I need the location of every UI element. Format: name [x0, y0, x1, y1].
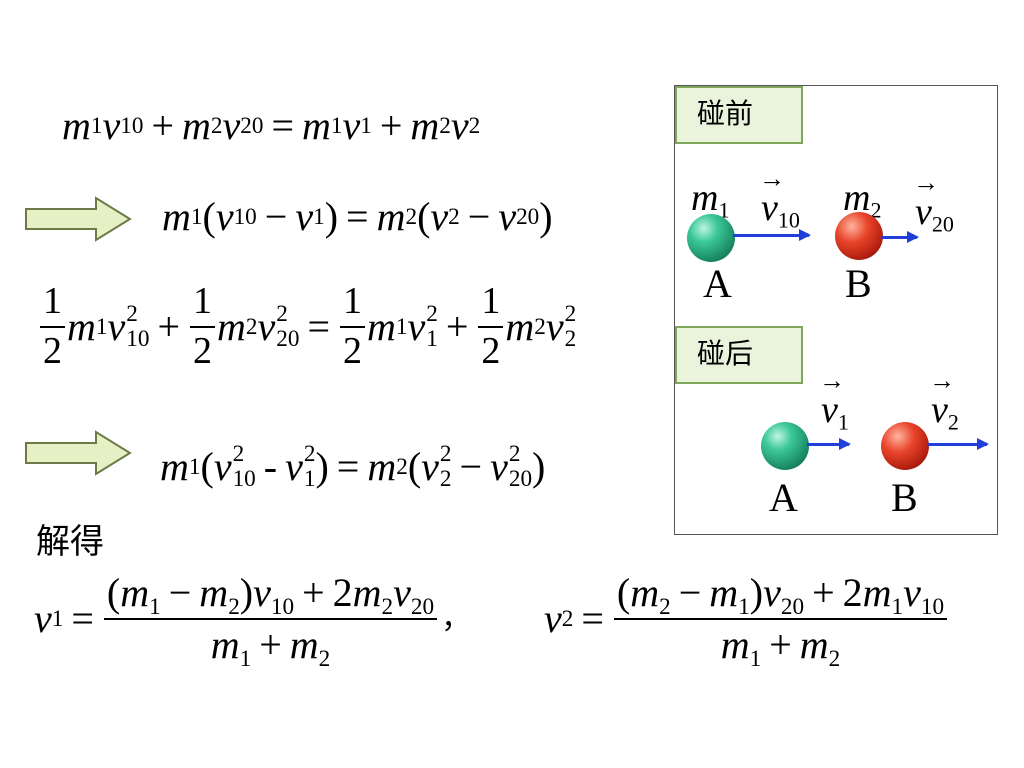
velocity-arrow-icon	[807, 438, 851, 450]
velocity-20-label: v20	[913, 168, 954, 235]
after-collision-tag: 碰后	[675, 326, 803, 384]
comma: ，	[441, 601, 472, 636]
velocity-arrow-icon	[881, 231, 919, 243]
right-block-arrow-icon	[25, 430, 132, 476]
ball-b-label: B	[891, 475, 918, 520]
velocity-2-label: v2	[929, 366, 959, 433]
before-collision-tag: 碰前	[675, 86, 803, 144]
velocity-arrow-icon	[927, 438, 989, 450]
mass-1-label: m1	[691, 177, 730, 223]
green-ball-icon	[687, 214, 735, 262]
solve-label: 解得	[36, 522, 104, 562]
ball-b-label: B	[845, 261, 872, 306]
collision-diagram-panel: 碰前 m1 v10 m2 v20 A B 碰后 v1 v2 A B	[674, 85, 998, 535]
right-block-arrow-icon	[25, 196, 132, 242]
velocity-arrow-icon	[733, 229, 811, 241]
red-ball-icon	[835, 212, 883, 260]
velocity-10-label: v10	[759, 164, 800, 231]
green-ball-icon	[761, 422, 809, 470]
red-ball-icon	[881, 422, 929, 470]
ball-a-label: A	[769, 475, 798, 520]
ball-a-label: A	[703, 261, 732, 306]
velocity-1-label: v1	[819, 366, 849, 433]
